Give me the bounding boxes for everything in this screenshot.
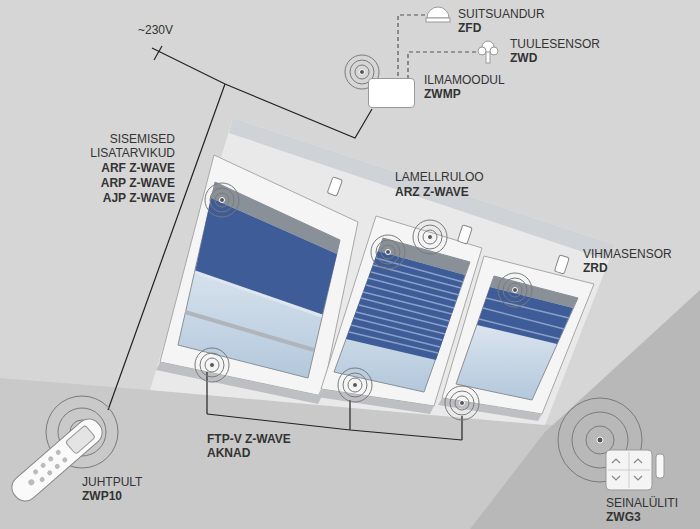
product-code: ARF Z-WAVE (80, 161, 175, 175)
venetian-blind (346, 251, 465, 360)
window-glass (178, 182, 340, 378)
radio-symbol (498, 273, 532, 307)
radio-symbol (413, 220, 447, 254)
part-name: FTP-V Z-WAVE AKNAD (207, 432, 307, 460)
device-label: TUULESENSORZWD (510, 37, 600, 65)
group-heading: SISEMISED LISATARVIKUD (80, 132, 175, 160)
product-code: ZRD (583, 261, 608, 275)
device-name: TUULESENSOR (510, 37, 600, 51)
device-name: SUITSUANDUR (458, 7, 545, 21)
product-code: ARZ Z-WAVE (395, 185, 469, 199)
device-name: JUHTPULT (82, 475, 142, 489)
device-name: ILMAMOODUL (424, 73, 505, 87)
product-code: ZWMP (424, 87, 505, 101)
device-label: SEINALÜLITIZWG3 (606, 496, 678, 524)
wall-switch: SEINALÜLITIZWG3 (604, 448, 656, 490)
part-name: LAMELLRULOO (395, 170, 484, 184)
power-wire (108, 46, 462, 440)
roof-window (438, 255, 594, 421)
blind-slats (349, 258, 463, 353)
device-label: SUITSUANDURZFD (458, 7, 545, 35)
window-motor (327, 177, 342, 196)
device-label: JUHTPULTZWP10 (82, 475, 142, 503)
window-frame (160, 155, 358, 396)
blind-bar (195, 272, 322, 316)
part-name: VIHMASENSOR (583, 247, 672, 261)
radio-symbol (205, 183, 239, 217)
pleated-blind (477, 287, 573, 344)
window-sill (317, 389, 434, 414)
rain-sensor (554, 255, 569, 274)
radio-symbol (338, 368, 372, 402)
device-name: SEINALÜLITI (606, 496, 678, 510)
device-label: ILMAMOODULZWMP (424, 73, 505, 101)
product-code: ZWG3 (606, 510, 678, 524)
wind-sensor: TUULESENSORZWD (476, 40, 500, 64)
product-code: ZWD (510, 51, 600, 65)
window-glass (456, 276, 578, 400)
sash-bar (185, 312, 314, 350)
remote-control: JUHTPULTZWP10 (7, 414, 77, 504)
voltage-label: ~230V (138, 23, 173, 37)
roof-recess (150, 118, 615, 425)
window-motor (457, 225, 472, 244)
product-code: ZFD (458, 21, 545, 35)
weather-module: ILMAMOODULZWMP (368, 78, 415, 108)
radio-symbol (445, 386, 479, 420)
wall-switch-icon (606, 450, 664, 490)
wind-sensor-icon (478, 41, 498, 63)
radio-symbol (195, 348, 229, 382)
product-code: AJP Z-WAVE (80, 191, 175, 205)
window-lead (349, 400, 350, 430)
radio-symbols (46, 55, 642, 482)
product-code: ZWP10 (82, 489, 142, 503)
product-code: ARP Z-WAVE (80, 176, 175, 190)
window-frame (442, 256, 594, 414)
dashed-link (398, 15, 425, 78)
smoke-sensor: SUITSUANDURZFD (425, 6, 451, 24)
wire-tick (154, 46, 162, 60)
mains-wire (152, 48, 372, 138)
radio-symbol (371, 235, 405, 269)
smoke-detector-icon (426, 7, 450, 22)
window-sill (156, 362, 322, 404)
window-lead (206, 372, 207, 414)
